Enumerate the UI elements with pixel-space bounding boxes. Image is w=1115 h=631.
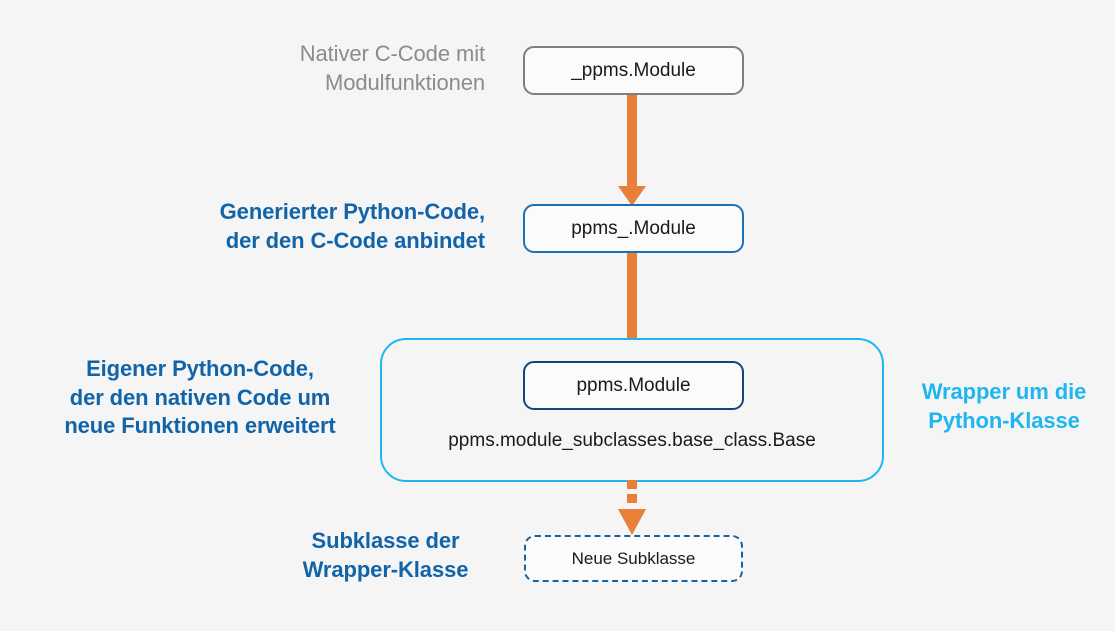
node-base-class-label: ppms.module_subclasses.base_class.Base [448,430,816,451]
node-native-module[interactable]: _ppms.Module [523,46,744,95]
node-generated-module[interactable]: ppms_.Module [523,204,744,253]
arrow-wrapper-to-subclass-icon [618,480,646,535]
label-subclass-wrapper-class: Subklasse der Wrapper-Klasse [302,528,469,582]
node-ppms-module[interactable]: ppms.Module [523,361,744,410]
label-wrapper-python-class: Wrapper um die Python-Klasse [921,379,1087,433]
wrapper-container [380,338,884,482]
node-new-subclass[interactable]: Neue Subklasse [524,535,743,582]
label-generated-python-code: Generierter Python-Code, der den C-Code … [219,199,485,253]
label-own-python-code: Eigener Python-Code, der den nativen Cod… [64,356,336,439]
arrow-native-to-generated-icon [618,92,646,206]
label-native-c-code: Nativer C-Code mit Modulfunktionen [299,41,485,95]
